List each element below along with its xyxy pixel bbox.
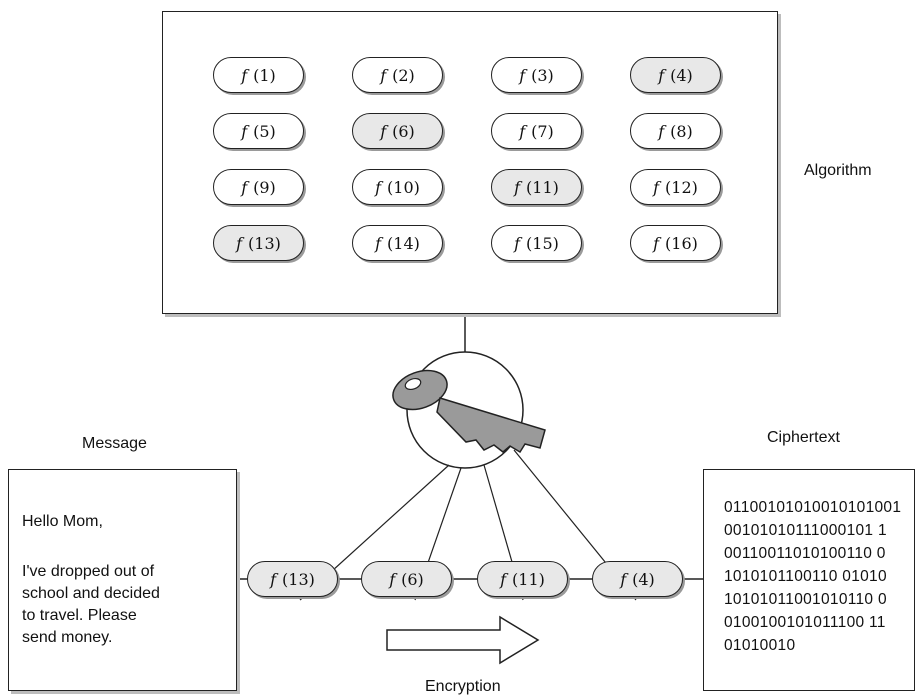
algorithm-function-pill: f(9) xyxy=(213,169,304,205)
algorithm-function-pill: f(2) xyxy=(352,57,443,93)
function-symbol: f xyxy=(519,121,526,141)
function-index: (11) xyxy=(512,569,545,589)
function-symbol: f xyxy=(380,121,387,141)
function-symbol: f xyxy=(653,233,660,253)
message-line: Hello Mom, xyxy=(22,513,103,530)
algorithm-label: Algorithm xyxy=(804,162,872,179)
function-index: (5) xyxy=(253,121,276,141)
function-symbol: f xyxy=(375,177,382,197)
function-symbol: f xyxy=(236,233,243,253)
encryption-arrow xyxy=(386,615,540,665)
algorithm-function-pill: f(16) xyxy=(630,225,721,261)
algorithm-function-pill: f(10) xyxy=(352,169,443,205)
algorithm-function-pill: f(14) xyxy=(352,225,443,261)
function-index: (15) xyxy=(526,233,559,253)
function-index: (4) xyxy=(632,569,655,589)
chain-function-pill: f(13) xyxy=(247,561,338,597)
message-line: school and decided xyxy=(22,585,160,602)
chain-function-pill: f(4) xyxy=(592,561,683,597)
function-index: (3) xyxy=(531,65,554,85)
algorithm-function-pill: f(15) xyxy=(491,225,582,261)
ciphertext-line: 00101010111000101 1 xyxy=(724,522,887,539)
ciphertext-label: Ciphertext xyxy=(767,429,840,446)
function-index: (11) xyxy=(526,177,559,197)
ciphertext-line: 01100101010010101001 xyxy=(724,499,902,516)
function-index: (12) xyxy=(665,177,698,197)
function-index: (1) xyxy=(253,65,276,85)
algorithm-function-pill: f(12) xyxy=(630,169,721,205)
function-symbol: f xyxy=(514,177,521,197)
chain-function-pill: f(6) xyxy=(361,561,452,597)
algorithm-function-pill: f(5) xyxy=(213,113,304,149)
message-line: to travel. Please xyxy=(22,607,137,624)
ciphertext-line: 0100100101011100 11 xyxy=(724,614,886,631)
ciphertext-line: 00110011010100110 0 xyxy=(724,545,886,562)
key-icon xyxy=(392,369,546,454)
algorithm-function-pill: f(11) xyxy=(491,169,582,205)
function-symbol: f xyxy=(658,121,665,141)
function-index: (2) xyxy=(392,65,415,85)
function-symbol: f xyxy=(380,65,387,85)
function-symbol: f xyxy=(389,569,396,589)
function-symbol: f xyxy=(653,177,660,197)
encryption-label: Encryption xyxy=(425,678,501,695)
algorithm-function-pill: f(3) xyxy=(491,57,582,93)
algorithm-function-pill: f(7) xyxy=(491,113,582,149)
algorithm-function-pill: f(6) xyxy=(352,113,443,149)
message-label: Message xyxy=(82,435,147,452)
algorithm-function-pill: f(1) xyxy=(213,57,304,93)
algorithm-function-pill: f(4) xyxy=(630,57,721,93)
function-symbol: f xyxy=(270,569,277,589)
function-index: (8) xyxy=(670,121,693,141)
function-index: (13) xyxy=(248,233,281,253)
function-symbol: f xyxy=(241,121,248,141)
function-index: (6) xyxy=(401,569,424,589)
function-symbol: f xyxy=(241,65,248,85)
function-index: (10) xyxy=(387,177,420,197)
message-line: I've dropped out of xyxy=(22,563,155,580)
function-symbol: f xyxy=(514,233,521,253)
function-symbol: f xyxy=(241,177,248,197)
chain-function-pill: f(11) xyxy=(477,561,568,597)
message-box xyxy=(8,469,237,691)
function-index: (14) xyxy=(387,233,420,253)
function-symbol: f xyxy=(500,569,507,589)
ciphertext-line: 1010101100110 01010 xyxy=(724,568,887,585)
function-symbol: f xyxy=(620,569,627,589)
function-index: (16) xyxy=(665,233,698,253)
ciphertext-line: 01010010 xyxy=(724,637,796,654)
function-index: (6) xyxy=(392,121,415,141)
algorithm-function-pill: f(8) xyxy=(630,113,721,149)
function-index: (7) xyxy=(531,121,554,141)
ciphertext-box xyxy=(703,469,915,691)
ciphertext-line: 10101011001010110 0 xyxy=(724,591,887,608)
message-line: send money. xyxy=(22,629,113,646)
function-index: (9) xyxy=(253,177,276,197)
function-index: (4) xyxy=(670,65,693,85)
algorithm-function-pill: f(13) xyxy=(213,225,304,261)
function-index: (13) xyxy=(282,569,315,589)
function-symbol: f xyxy=(519,65,526,85)
function-symbol: f xyxy=(375,233,382,253)
function-symbol: f xyxy=(658,65,665,85)
